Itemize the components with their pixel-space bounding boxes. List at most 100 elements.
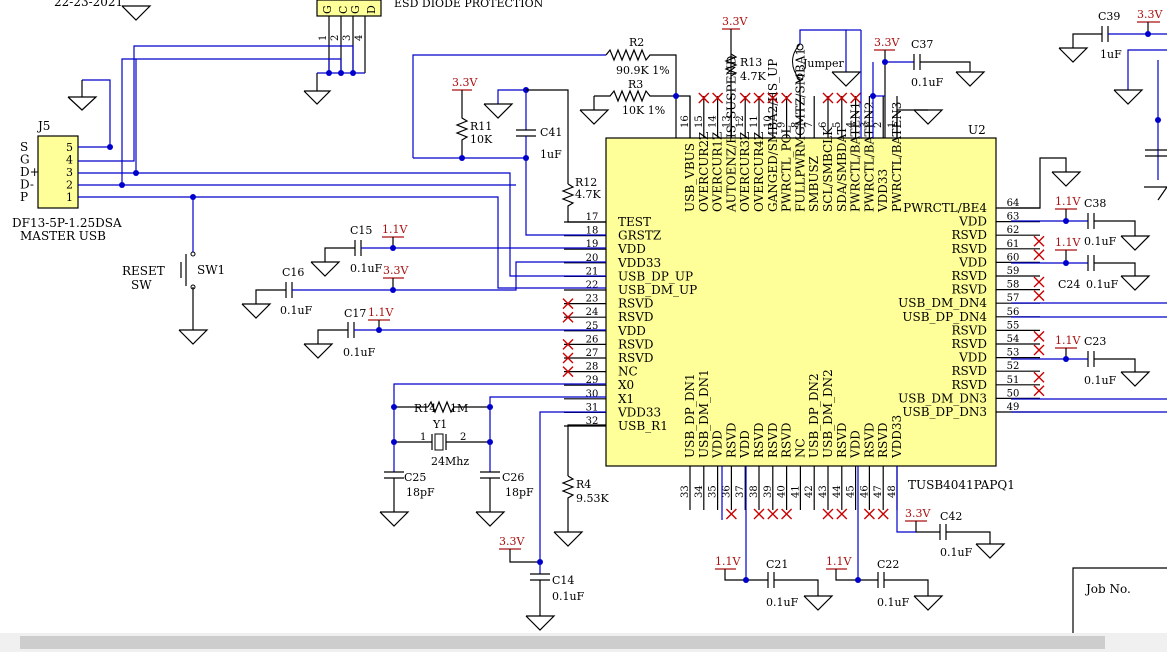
ground-symbol-jumper — [831, 71, 862, 87]
u2-left-pin-name-22: USB_DM_UP — [618, 283, 697, 297]
j5-signal-3: D- — [20, 178, 34, 192]
u2-bottom-pin-name-39: RSVD — [766, 422, 780, 458]
u2-right-pin-num-49: 49 — [1007, 402, 1020, 413]
j5-pin-3: 2 — [66, 179, 73, 192]
u2-top-pin-num-8: 8 — [790, 122, 801, 128]
ground-symbol-c26 — [475, 511, 506, 527]
u2-ref: U2 — [968, 123, 986, 137]
c17-ref: C17 — [344, 307, 366, 320]
c39-ref: C39 — [1098, 10, 1120, 23]
u2-right-pin-name-51: RSVD — [951, 378, 987, 392]
ground-symbol-j5 — [67, 96, 98, 111]
u2-right-pin-num-62: 62 — [1007, 225, 1020, 236]
u2-top-pin-num-7: 7 — [804, 122, 815, 128]
u2-right-pin-num-59: 59 — [1007, 266, 1020, 277]
c26-ref: C26 — [502, 471, 524, 484]
u2-right-pin-num-53: 53 — [1007, 348, 1020, 359]
u2-top-pin-name-1: PWRCTL/BATEN3 — [890, 102, 904, 212]
u2-top-pin-num-6: 6 — [818, 122, 829, 128]
sw1-ref: SW1 — [197, 263, 225, 277]
c41-ref: C41 — [540, 126, 562, 139]
r4-value: 9.53K — [576, 492, 609, 505]
y1-value: 24Mhz — [431, 455, 469, 468]
reset-label-2: SW — [131, 278, 152, 292]
u2-bottom-pin-name-40: RSVD — [780, 422, 794, 458]
u2-bottom-pin-num-40: 40 — [777, 485, 788, 498]
c24-ref: C24 — [1058, 278, 1080, 291]
r12-value: 4.7K — [575, 188, 601, 201]
u2-left-pin-name-29: X0 — [618, 378, 634, 392]
r11-body — [455, 90, 469, 158]
j5-pin-2: 3 — [66, 166, 73, 179]
y1-pin2: 2 — [460, 432, 466, 443]
esd-pin-code-2: C — [337, 6, 350, 14]
c14-ref: C14 — [552, 574, 574, 587]
u2-bottom-pin-name-35: VDD — [711, 430, 725, 459]
u2-right-pin-num-56: 56 — [1007, 307, 1020, 318]
r14-ref: R14 — [414, 402, 436, 415]
j5-pin-4: 1 — [66, 191, 73, 204]
c17-power: 1.1V — [368, 306, 394, 319]
u2-right-pin-name-54: RSVD — [951, 337, 987, 351]
r4-body — [561, 475, 575, 532]
y1-ref: Y1 — [432, 418, 447, 431]
u2-left-pin-num-32: 32 — [586, 416, 599, 427]
no-connect-mark — [739, 92, 751, 104]
u2-bottom-pin-num-44: 44 — [832, 485, 843, 498]
horizontal-scrollbar[interactable] — [0, 633, 1167, 652]
ground-symbol-top — [121, 5, 152, 21]
u2-left-pin-num-31: 31 — [586, 402, 599, 413]
c39-value: 1uF — [1100, 48, 1122, 61]
u2-left-pin-num-29: 29 — [586, 375, 599, 386]
r3-ref: R3 — [628, 78, 643, 91]
no-connect-mark — [836, 508, 848, 520]
r11-value: 10K — [470, 133, 493, 146]
no-connect-mark — [753, 508, 765, 520]
esd-pin-1: 1 — [318, 35, 329, 41]
j5-signal-0: S — [20, 140, 28, 154]
ground-symbol-c39 — [1058, 47, 1089, 63]
no-connect-mark — [767, 508, 779, 520]
no-connect-mark — [877, 508, 889, 520]
ground-symbol-rt2 — [1144, 186, 1167, 201]
u2-left-pin-num-30: 30 — [586, 389, 599, 400]
u2-top-pin-name-12: OVERCUR3Z — [738, 132, 752, 212]
no-connect-mark — [1033, 371, 1045, 383]
u2-bottom-pin-name-46: RSVD — [862, 422, 876, 458]
u2-bottom-pin-name-37: VDD — [738, 430, 752, 459]
no-connect-mark — [822, 92, 834, 104]
ground-symbol-c38 — [1120, 235, 1151, 251]
u2-top-pin-name-5: SDA/SMBDAT — [835, 126, 849, 212]
u2-bottom-pin-name-41: NC — [793, 438, 807, 458]
u2-left-pin-num-26: 26 — [586, 334, 599, 345]
u2-top-pin-name-16: USB_VBUS — [683, 143, 697, 212]
u2-left-pin-name-21: USB_DP_UP — [618, 269, 693, 283]
u2-right-pin-num-64: 64 — [1007, 198, 1020, 209]
u2-top-pin-name-15: OVERCUR2Z — [697, 132, 711, 212]
u2-left-pin-name-26: RSVD — [618, 337, 654, 351]
r2-body — [605, 48, 677, 96]
esd-caption: ESD DIODE PROTECTION — [394, 0, 544, 10]
u2-left-pin-name-25: VDD — [617, 324, 646, 338]
scrollbar-thumb[interactable] — [20, 636, 1105, 649]
u2-top-pin-num-11: 11 — [749, 115, 760, 128]
c23-ref: C23 — [1084, 335, 1106, 348]
ground-symbol-c37 — [955, 71, 986, 87]
u2-left-pin-name-28: NC — [618, 365, 638, 379]
u2-top-pin-num-10: 10 — [763, 115, 774, 128]
c15-power: 1.1V — [382, 223, 408, 236]
c22-ref: C22 — [877, 558, 899, 571]
esd-pin-code-4: D — [365, 5, 378, 14]
c21-value: 0.1uF — [766, 596, 799, 609]
u2-top-pin-name-3: PWRCTL/BATEN2 — [862, 102, 876, 212]
no-connect-mark — [1033, 249, 1045, 261]
r11-ref: R11 — [470, 120, 492, 133]
c14-value: 0.1uF — [552, 590, 585, 603]
r11-power: 3.3V — [452, 76, 478, 89]
c37-value: 0.1uF — [911, 76, 944, 89]
c37-power: 3.3V — [874, 36, 900, 49]
ground-symbol-c17 — [303, 343, 334, 359]
u2-part: TUSB4041PAPQ1 — [908, 478, 1015, 492]
no-connect-mark — [836, 92, 848, 104]
